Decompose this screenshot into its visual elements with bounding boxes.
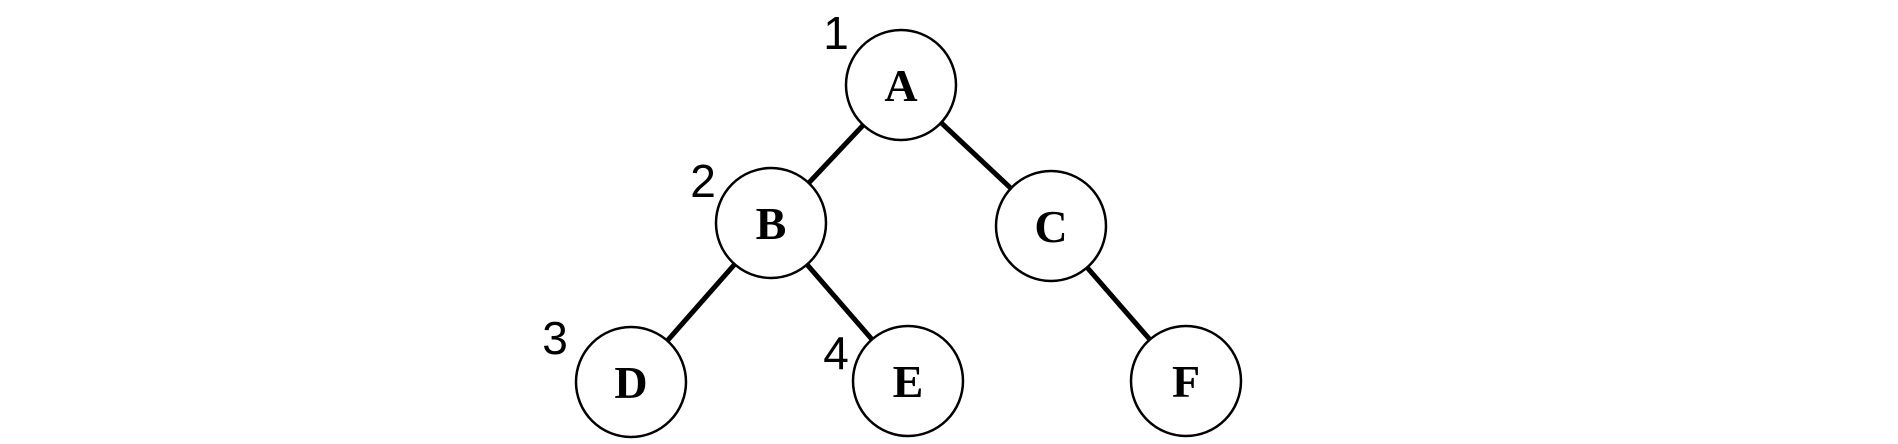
tree-node-label-b: B	[756, 198, 787, 249]
traversal-order-label-3: 3	[542, 312, 568, 364]
tree-node-label-d: D	[614, 357, 647, 408]
traversal-order-label-2: 2	[690, 155, 716, 207]
tree-node-label-c: C	[1034, 201, 1067, 252]
tree-node-f	[1129, 324, 1243, 438]
tree-node-e	[851, 324, 965, 438]
traversal-order-label-1: 1	[823, 7, 849, 59]
tree-node-a	[844, 28, 958, 142]
tree-node-label-f: F	[1172, 356, 1200, 407]
tree-node-label-e: E	[893, 356, 924, 407]
traversal-order-label-4: 4	[823, 327, 849, 379]
tree-node-label-a: A	[884, 60, 917, 111]
tree-node-d	[574, 325, 688, 439]
tree-node-c	[994, 169, 1108, 283]
tree-node-b	[714, 166, 828, 280]
